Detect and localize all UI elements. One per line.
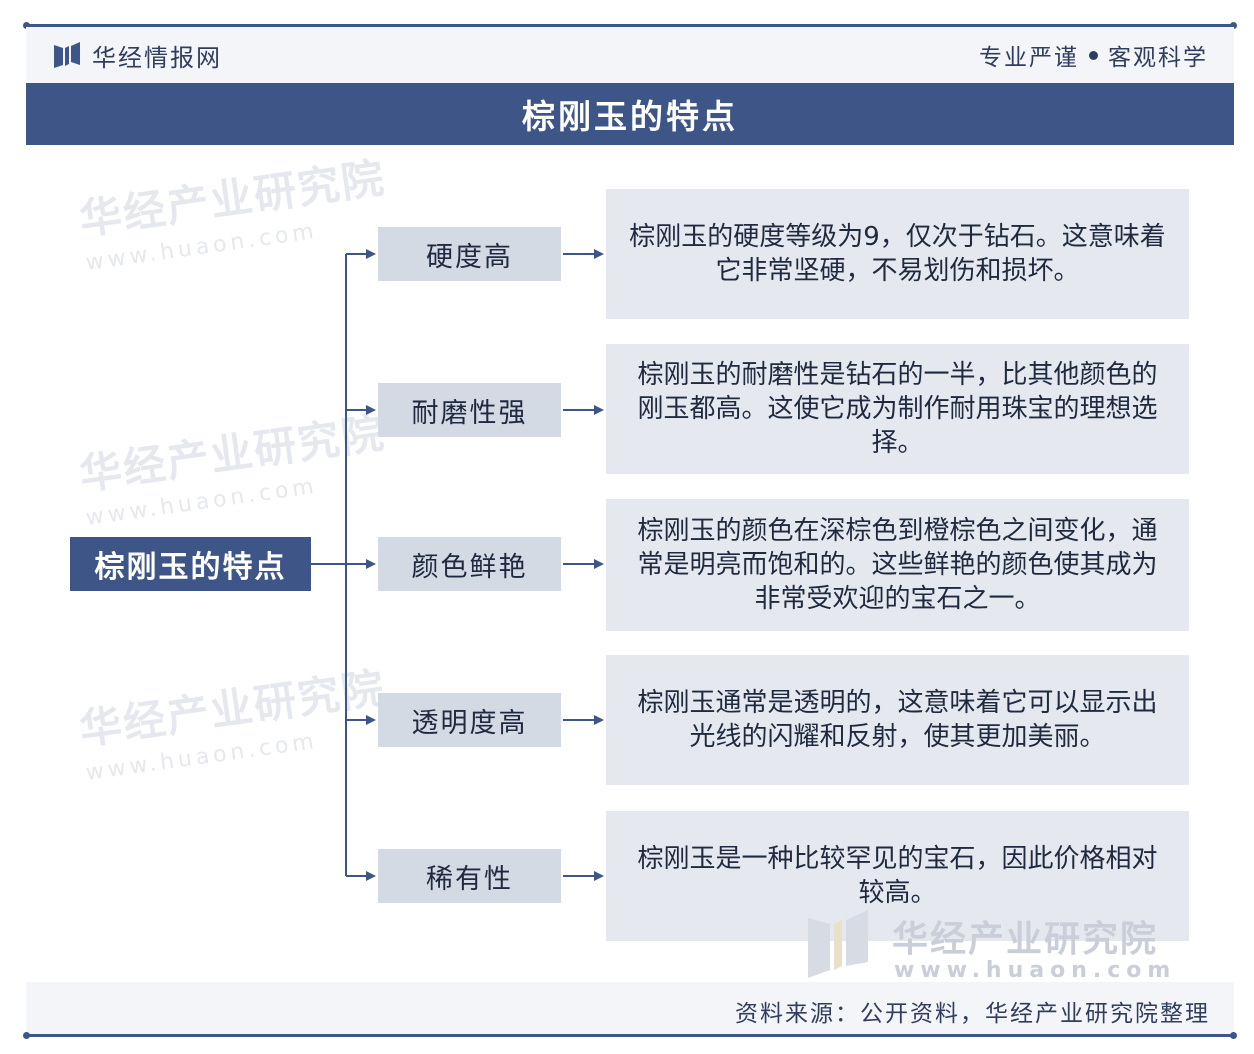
footer-strip xyxy=(26,982,1234,1034)
page-title: 棕刚玉的特点 xyxy=(522,97,738,136)
motto-left: 专业严谨 xyxy=(979,45,1079,71)
title-bar: 棕刚玉的特点 xyxy=(26,83,1234,145)
motto: 专业严谨 客观科学 xyxy=(979,38,1208,72)
branch-description-hardness: 棕刚玉的硬度等级为9，仅次于钻石。这意味着它非常坚硬，不易划伤和损坏。 xyxy=(606,189,1189,319)
branch-node-rarity: 稀有性 xyxy=(378,849,561,903)
root-node: 棕刚玉的特点 xyxy=(70,537,311,591)
branch-node-color: 颜色鲜艳 xyxy=(378,537,561,591)
header-strip xyxy=(26,27,1234,83)
brand-name: 华经产业研究院 xyxy=(892,919,1159,960)
top-rule xyxy=(23,22,1237,29)
site-name: 华经情报网 xyxy=(92,44,222,72)
branch-node-transparency: 透明度高 xyxy=(378,693,561,747)
dot-separator-icon xyxy=(1089,50,1098,60)
motto-right: 客观科学 xyxy=(1108,45,1208,71)
branch-description-wear-resistance: 棕刚玉的耐磨性是钻石的一半，比其他颜色的刚玉都高。这使它成为制作耐用珠宝的理想选… xyxy=(606,344,1189,474)
brand-url: www.huaon.com xyxy=(894,958,1177,983)
brand-logo-icon xyxy=(808,910,868,978)
branch-node-wear-resistance: 耐磨性强 xyxy=(378,383,561,437)
source-note: 资料来源：公开资料，华经产业研究院整理 xyxy=(735,1001,1210,1027)
logo-icon xyxy=(54,42,80,68)
bottom-rule xyxy=(23,1032,1237,1039)
branch-node-hardness: 硬度高 xyxy=(378,227,561,281)
branch-description-rarity: 棕刚玉是一种比较罕见的宝石，因此价格相对较高。 xyxy=(606,811,1189,941)
branch-description-color: 棕刚玉的颜色在深棕色到橙棕色之间变化，通常是明亮而饱和的。这些鲜艳的颜色使其成为… xyxy=(606,499,1189,631)
branch-description-transparency: 棕刚玉通常是透明的，这意味着它可以显示出光线的闪耀和反射，使其更加美丽。 xyxy=(606,655,1189,785)
